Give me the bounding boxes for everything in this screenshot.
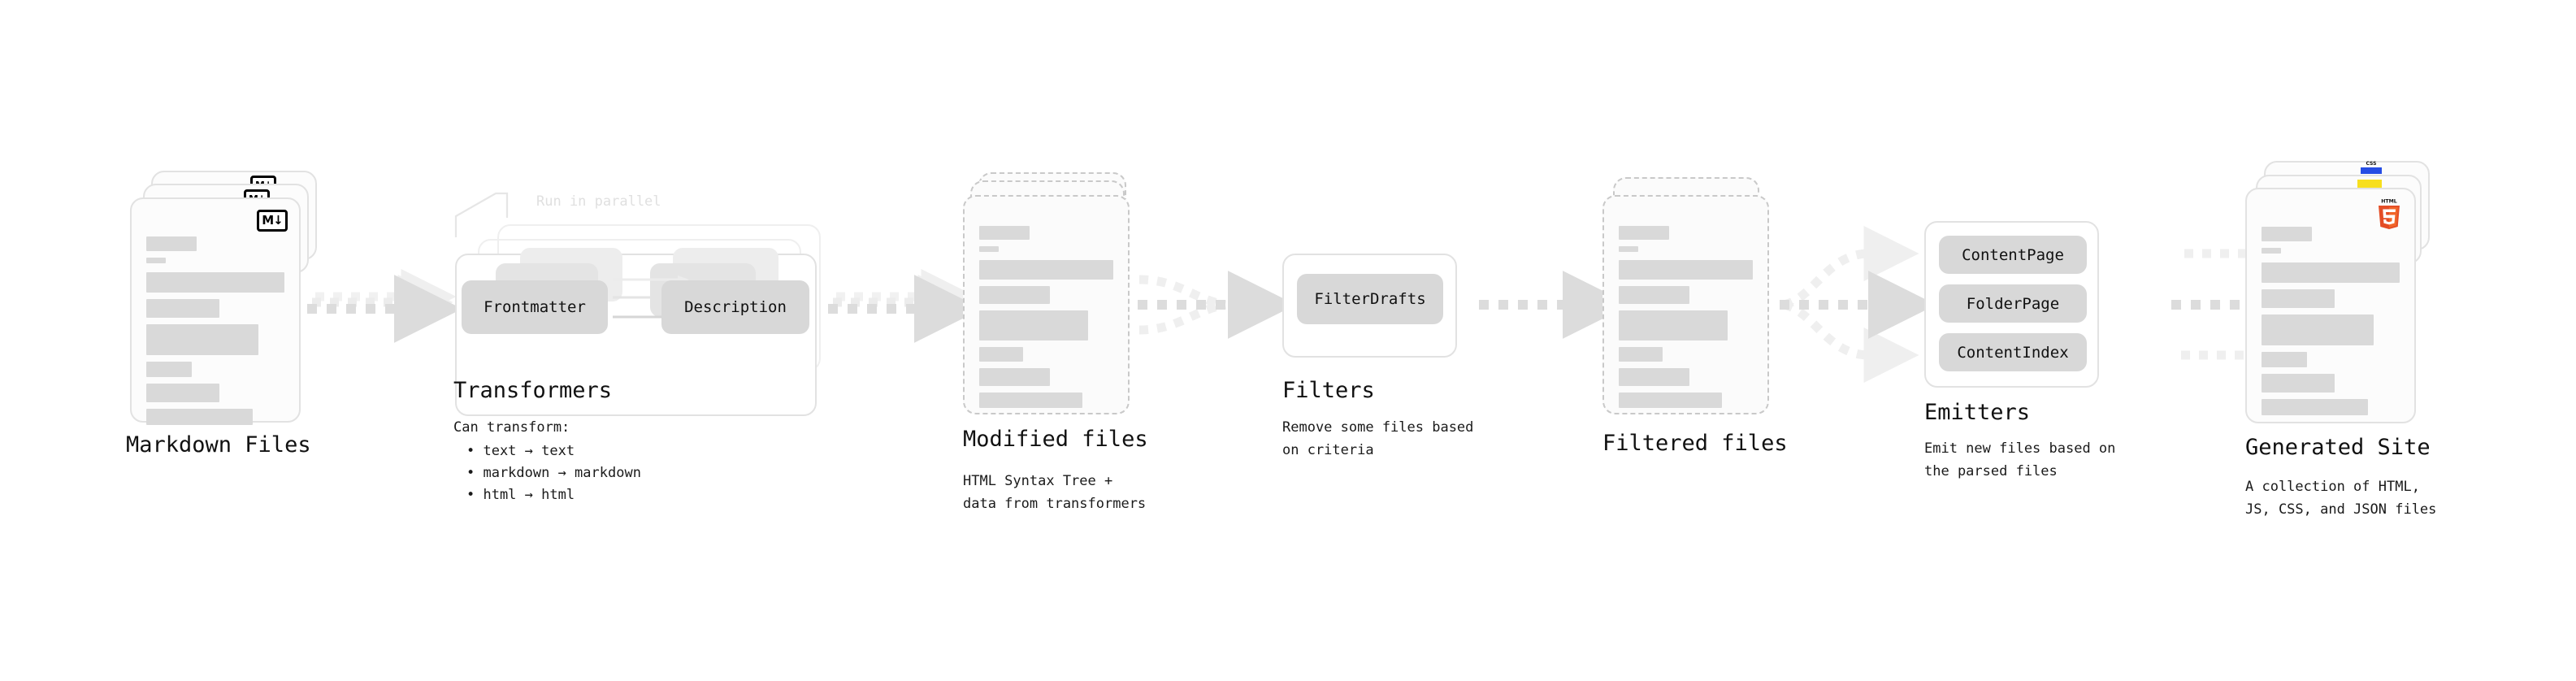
stage-title-filtered-files: Filtered files <box>1602 431 1788 456</box>
doc-placeholder-lines <box>146 236 284 432</box>
stage-title-transformers: Transformers <box>453 378 613 403</box>
emitter-pill-contentindex[interactable]: ContentIndex <box>1939 333 2087 371</box>
markdown-icon: M↓ <box>257 210 288 232</box>
transformers-bullet-2: • html → html <box>466 487 575 503</box>
modified-file-front <box>963 195 1130 414</box>
svg-text:HTML: HTML <box>2381 199 2397 205</box>
filter-pill-filterdrafts[interactable]: FilterDrafts <box>1297 274 1443 324</box>
emitter-pill-folderpage[interactable]: FolderPage <box>1939 284 2087 323</box>
markdown-file-front: M↓ <box>130 197 301 425</box>
transformers-bullet-1: • markdown → markdown <box>466 465 641 481</box>
run-in-parallel-label: Run in parallel <box>536 193 661 210</box>
run-in-parallel-bracket <box>454 192 509 237</box>
stage-caption-generated-site: A collection of HTML, JS, CSS, and JSON … <box>2245 479 2437 518</box>
doc-placeholder-lines <box>1619 226 1753 414</box>
connector-filtered-to-emitters <box>1780 225 1936 384</box>
stage-title-generated-site: Generated Site <box>2245 435 2431 460</box>
connector-modified-to-filters <box>1138 271 1296 339</box>
doc-placeholder-lines <box>979 226 1113 414</box>
site-file-front-html: HTML <box>2245 188 2416 423</box>
filters-panel: FilterDrafts <box>1282 254 1457 358</box>
doc-placeholder-lines <box>2262 227 2400 422</box>
connector-transformers-to-modified <box>828 268 982 343</box>
stage-caption-modified-files: HTML Syntax Tree + data from transformer… <box>963 473 1147 513</box>
stage-title-modified-files: Modified files <box>963 427 1148 452</box>
stage-caption-filters: Remove some files based on criteria <box>1282 419 1474 459</box>
html5-icon: HTML <box>2379 199 2400 229</box>
css-icon: CSS <box>2361 161 2382 174</box>
transformer-pill-frontmatter[interactable]: Frontmatter <box>462 280 608 334</box>
css-icon-label: CSS <box>2366 161 2377 167</box>
emitters-panel: ContentPage FolderPage ContentIndex <box>1924 221 2099 388</box>
transformer-pill-description[interactable]: Description <box>661 280 809 334</box>
stage-caption-transformers: Can transform: <box>453 419 570 436</box>
emitter-pill-contentpage[interactable]: ContentPage <box>1939 236 2087 274</box>
stage-title-filters: Filters <box>1282 378 1375 403</box>
connector-md-to-transformers <box>307 268 462 343</box>
stage-title-markdown-files: Markdown Files <box>126 432 311 458</box>
stage-caption-emitters: Emit new files based on the parsed files <box>1924 440 2116 480</box>
transformers-bullet-0: • text → text <box>466 443 575 459</box>
stage-title-emitters: Emitters <box>1924 400 2031 425</box>
filtered-file-front <box>1602 195 1769 414</box>
